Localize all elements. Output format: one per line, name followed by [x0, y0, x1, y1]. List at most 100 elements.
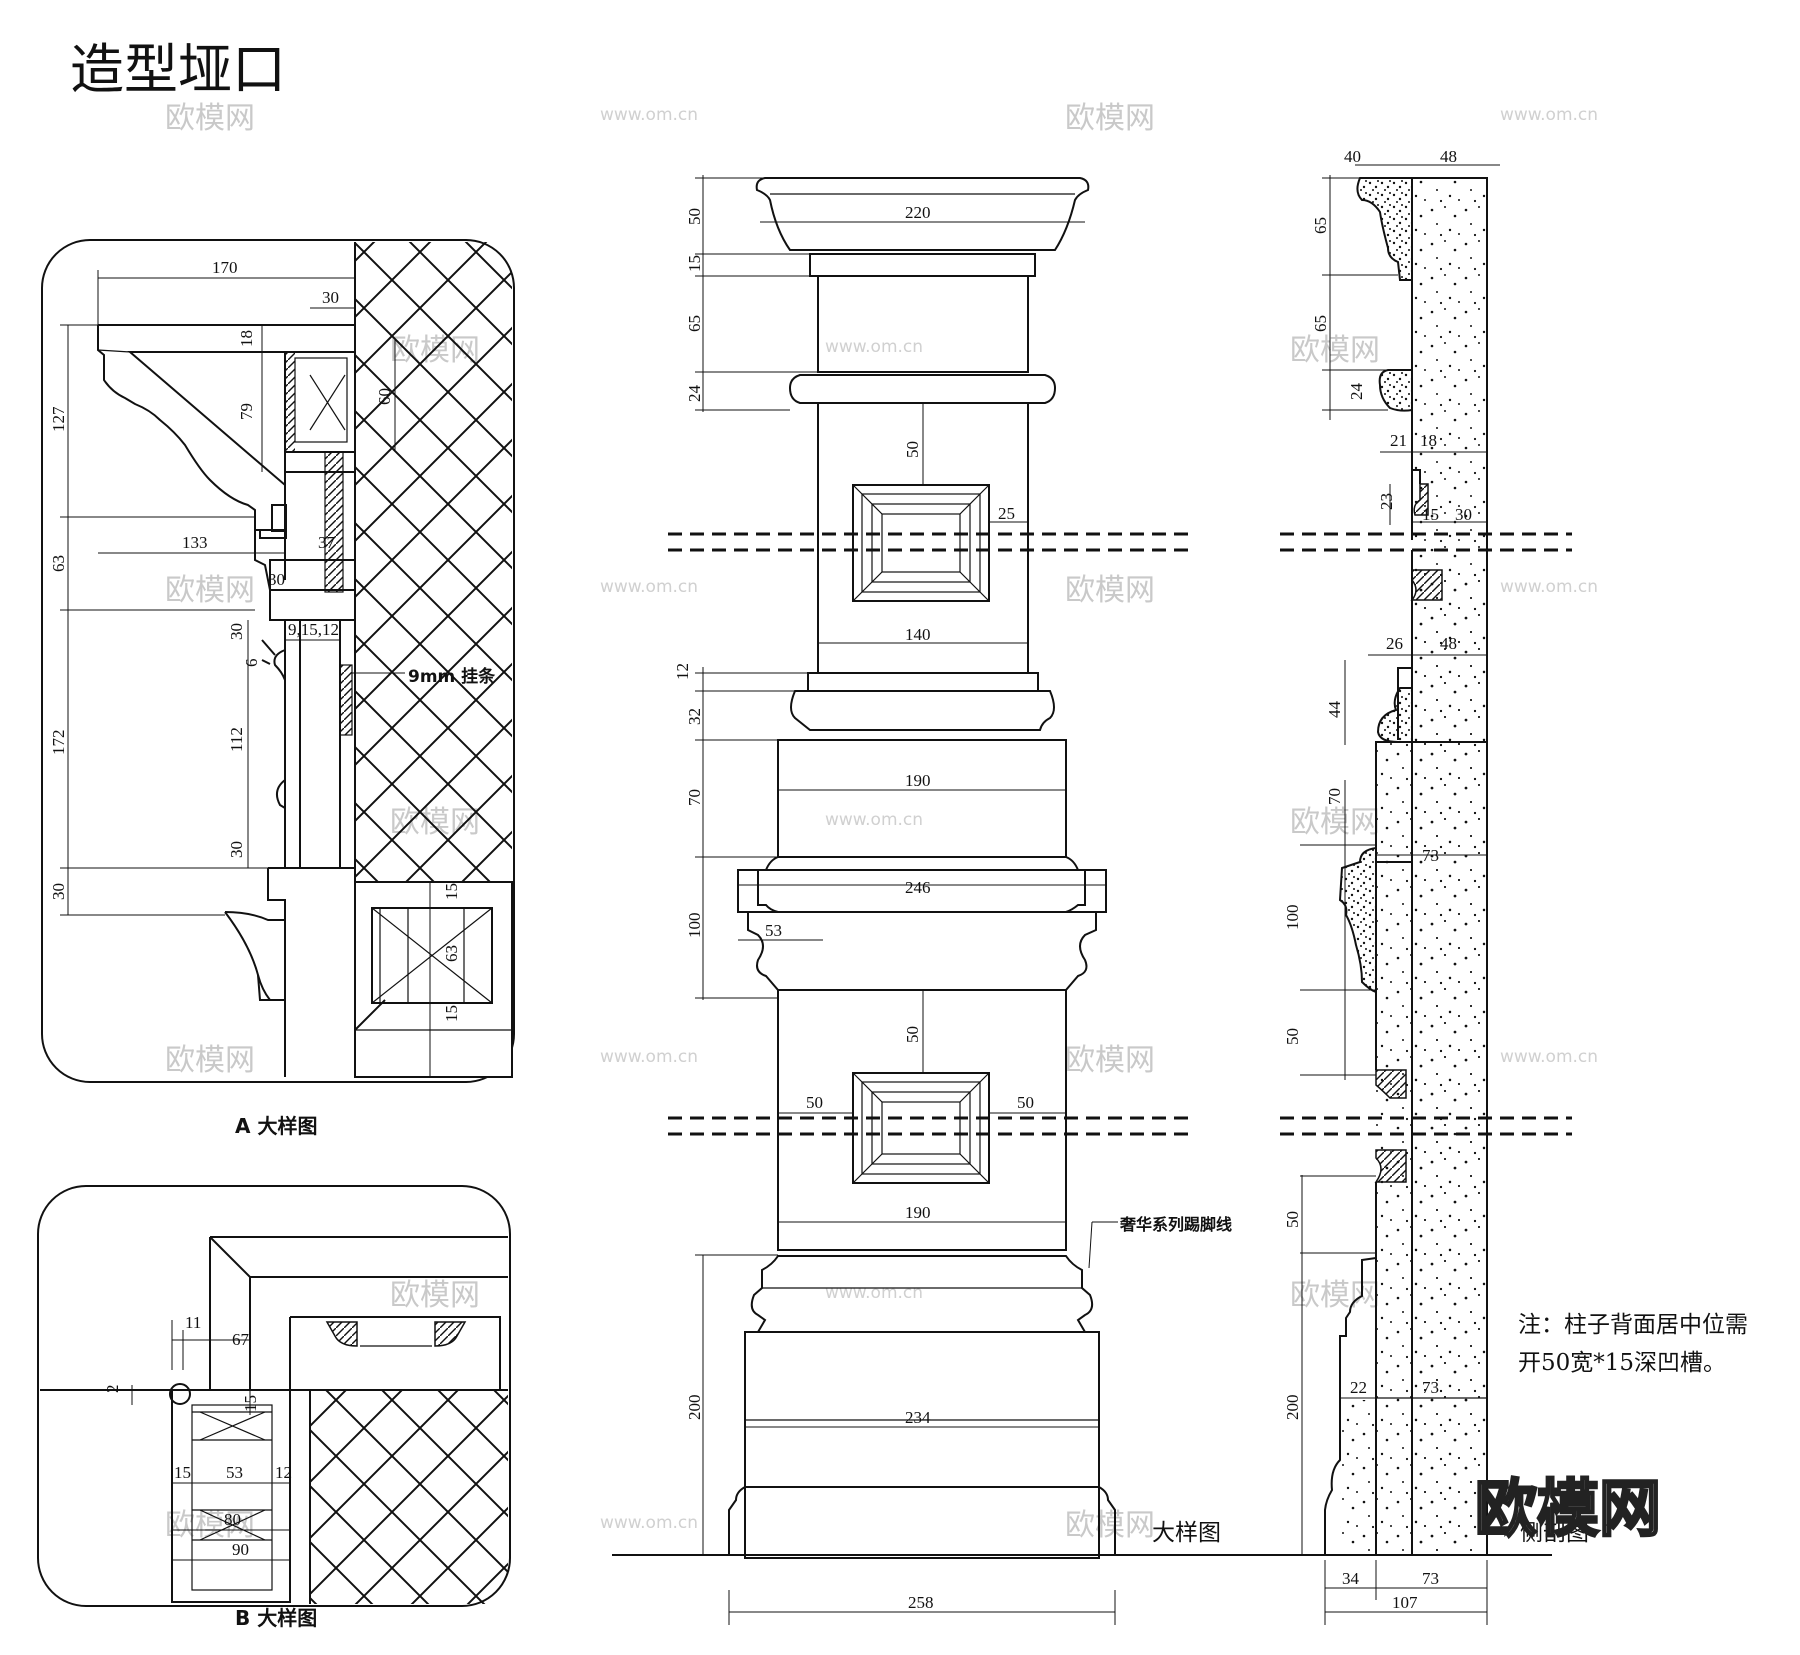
dim-label: 200	[1283, 1395, 1302, 1421]
dim-label: 18	[237, 330, 256, 347]
dim-label: 73	[1422, 1378, 1439, 1397]
dim-label: 50	[903, 441, 922, 458]
dim-label: 48	[1440, 634, 1457, 653]
watermark: 欧模网	[165, 1508, 255, 1543]
column-front-elevation: 50 15 65 24 220 50 25 140 12 32 70 190 2…	[612, 175, 1552, 1625]
dim-label: 21	[1390, 431, 1407, 450]
dim-label: 24	[1347, 383, 1366, 401]
dim-label: 63	[442, 945, 461, 962]
dim-label: 2	[103, 1385, 122, 1394]
watermark-url: www.om.cn	[600, 1047, 698, 1067]
dim-label: 12	[275, 1463, 292, 1482]
dim-label: 53	[226, 1463, 243, 1482]
dim-label: 15	[442, 883, 461, 900]
dim-label: 25	[998, 504, 1015, 523]
dim-label: 9,15,12	[288, 620, 339, 639]
watermark-url: www.om.cn	[1500, 1047, 1598, 1067]
dim-label: 67	[232, 1330, 250, 1349]
dim-label: 140	[905, 625, 931, 644]
dim-label: 6	[242, 659, 261, 668]
watermark-url: www.om.cn	[600, 105, 698, 125]
dim-label: 30	[322, 288, 339, 307]
dim-label: 100	[685, 913, 704, 939]
watermark-url: www.om.cn	[600, 1513, 698, 1533]
dim-label: 60	[375, 388, 394, 405]
skirting-label: 奢华系列踢脚线	[1119, 1215, 1232, 1234]
watermark: 欧模网	[165, 573, 255, 608]
dim-label: 65	[1311, 315, 1330, 332]
brand-logo: 欧模网	[1475, 1472, 1661, 1545]
dim-label: 50	[903, 1026, 922, 1043]
watermark: 欧模网	[1065, 101, 1155, 136]
dim-label: 50	[806, 1093, 823, 1112]
dim-label: 30	[1455, 505, 1472, 524]
watermark-url: www.om.cn	[825, 810, 923, 830]
watermark: 欧模网	[1290, 333, 1380, 368]
dim-label: 100	[1283, 905, 1302, 931]
watermark-url: www.om.cn	[825, 337, 923, 357]
dim-label: 65	[685, 315, 704, 332]
dim-label: 80	[224, 1510, 241, 1529]
dim-label: 246	[905, 878, 931, 897]
dim-label: 18	[1420, 431, 1437, 450]
dim-label: 48	[1440, 147, 1457, 166]
dim-label: 220	[905, 203, 931, 222]
note-line-2: 开50宽*15深凹槽。	[1518, 1350, 1726, 1376]
dim-label: 70	[1325, 788, 1344, 805]
dim-label: 190	[905, 771, 931, 790]
watermark: 欧模网	[1065, 1043, 1155, 1078]
front-elevation-label: 大样图	[1152, 1520, 1221, 1546]
dim-label: 50	[1017, 1093, 1034, 1112]
watermark: 欧模网	[390, 1278, 480, 1313]
watermark-url: www.om.cn	[600, 577, 698, 597]
panel-b-label: B 大样图	[235, 1606, 317, 1630]
dim-label: 32	[685, 708, 704, 725]
watermark: 欧模网	[1065, 573, 1155, 608]
dim-label: 40	[1344, 147, 1361, 166]
dim-label: 15	[685, 255, 704, 272]
dim-label: 112	[227, 727, 246, 752]
dim-label: 133	[182, 533, 208, 552]
dim-label: 37	[318, 533, 336, 552]
dim-label: 63	[49, 555, 68, 572]
dim-label: 30	[227, 623, 246, 640]
dim-label: 15	[442, 1005, 461, 1022]
dim-label: 200	[685, 1395, 704, 1421]
watermark: 欧模网	[1290, 1278, 1380, 1313]
dim-label: 30	[268, 570, 285, 589]
dim-label: 90	[232, 1540, 249, 1559]
dim-label: 11	[185, 1313, 201, 1332]
annotation-9mm-batten: 9mm 挂条	[408, 666, 496, 687]
dim-label: 70	[685, 789, 704, 806]
dim-label: 234	[905, 1408, 931, 1427]
panel-a-detail: 170 30 18 79 60 127 63 133 37 30 30 9,15…	[41, 239, 515, 1083]
side-section-label: 侧剖图	[1520, 1520, 1589, 1546]
dim-label: 30	[49, 883, 68, 900]
dim-label: 50	[685, 208, 704, 225]
dim-label: 26	[1386, 634, 1403, 653]
watermark: 欧模网	[1065, 1508, 1155, 1543]
dim-label: 65	[1311, 217, 1330, 234]
watermark: 欧模网	[165, 101, 255, 136]
dim-label: 44	[1325, 701, 1344, 719]
dim-label: 170	[212, 258, 238, 277]
dim-label: 12	[673, 663, 692, 680]
panel-b-detail: 11 67 2 15 15 53 12 80 90	[37, 1185, 511, 1607]
dim-label: 24	[685, 385, 704, 403]
watermark-url: www.om.cn	[825, 1283, 923, 1303]
column-side-section: 40 48 65 65 24 21 18 23 15 30 26 48 44 7…	[1280, 147, 1572, 1625]
panel-a-label: A 大样图	[235, 1114, 317, 1138]
dim-label: 34	[1342, 1569, 1360, 1588]
note-line-1: 注：柱子背面居中位需	[1518, 1312, 1748, 1338]
dim-label: 73	[1422, 846, 1439, 865]
watermark: 欧模网	[165, 1043, 255, 1078]
dim-label: 15	[1422, 505, 1439, 524]
dim-label: 127	[49, 406, 68, 432]
dim-label: 172	[49, 730, 68, 756]
dim-label: 53	[765, 921, 782, 940]
watermark-url: www.om.cn	[1500, 577, 1598, 597]
dim-label: 190	[905, 1203, 931, 1222]
dim-label: 22	[1350, 1378, 1367, 1397]
dim-label: 50	[1283, 1028, 1302, 1045]
